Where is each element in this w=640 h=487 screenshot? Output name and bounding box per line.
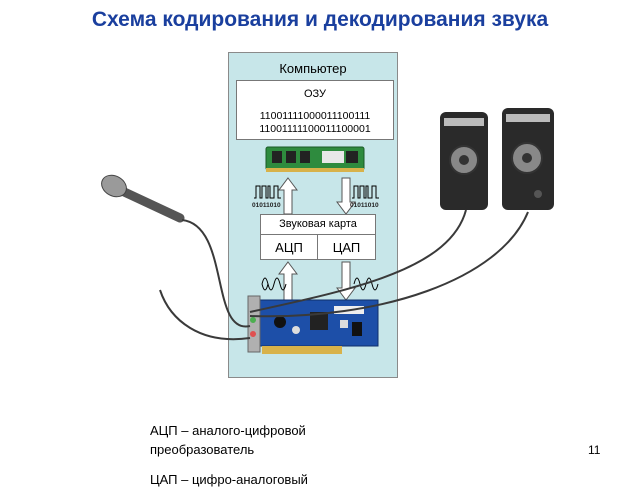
sound-card-label: Звуковая карта bbox=[279, 218, 357, 230]
ram-bits-line-1: 11001111000011100111 bbox=[259, 110, 371, 122]
legend-adc-line: АЦП – аналого-цифровой bbox=[150, 423, 306, 438]
left-speaker-icon bbox=[440, 112, 488, 210]
analog-wave-left-icon bbox=[261, 277, 287, 291]
right-speaker-icon bbox=[502, 108, 554, 210]
sound-card-pcb-icon bbox=[247, 295, 379, 354]
arrow-up-icon bbox=[278, 177, 298, 215]
digital-signal-left-label: 01011010 bbox=[252, 202, 281, 209]
digital-signal-right-label: 01011010 bbox=[350, 202, 379, 209]
sound-card-divider-vertical bbox=[317, 235, 318, 259]
ram-bits-line-2: 11001111100011100001 bbox=[259, 123, 371, 135]
adc-label: АЦП bbox=[275, 240, 303, 255]
microphone-icon bbox=[101, 174, 185, 223]
sound-card-divider-horizontal bbox=[261, 234, 375, 235]
ram-box bbox=[236, 80, 394, 140]
slide-title: Схема кодирования и декодирования звука bbox=[91, 8, 549, 31]
dac-label: ЦАП bbox=[332, 240, 361, 255]
digital-signal-left-icon bbox=[254, 185, 281, 199]
sound-card-box bbox=[260, 214, 376, 260]
cables bbox=[159, 209, 529, 341]
ram-label: ОЗУ bbox=[303, 88, 327, 100]
arrow-down-icon bbox=[336, 177, 356, 215]
computer-label: Компьютер bbox=[279, 61, 347, 76]
digital-signal-right-icon bbox=[352, 185, 379, 199]
arrow-up-adc-icon bbox=[278, 261, 298, 301]
ram-module-icon bbox=[265, 146, 365, 172]
legend-adc-line-continued: преобразователь bbox=[150, 442, 255, 457]
arrow-down-dac-icon bbox=[336, 261, 356, 301]
page-number: 11 bbox=[588, 443, 601, 457]
